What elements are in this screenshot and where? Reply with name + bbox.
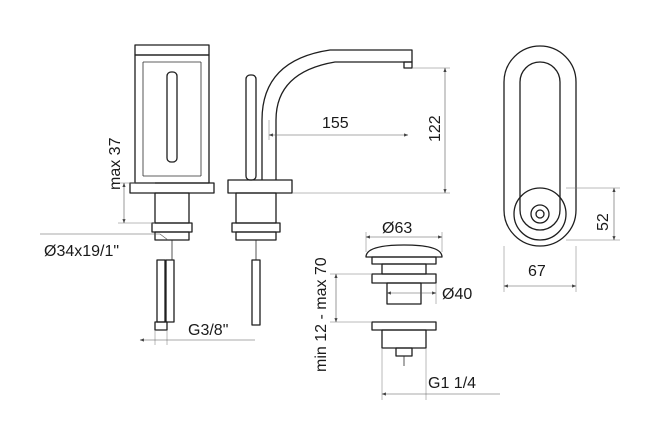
shank-label: Ø34x19/1" bbox=[44, 243, 119, 260]
front-base-flange bbox=[129, 182, 215, 194]
drain-thread-body bbox=[381, 329, 427, 349]
top-base-circle bbox=[513, 187, 567, 241]
base-diameter-label: 52 bbox=[595, 213, 612, 231]
drain-cap-label: Ø63 bbox=[382, 220, 412, 237]
body-width-label: 67 bbox=[528, 263, 546, 280]
drain-flange bbox=[371, 273, 437, 284]
front-hose-fitting bbox=[154, 321, 168, 331]
drain-view bbox=[365, 244, 443, 366]
top-outline bbox=[503, 45, 577, 247]
front-view bbox=[129, 44, 215, 331]
drain-cap bbox=[365, 244, 443, 258]
drain-cap-rim bbox=[371, 256, 437, 265]
front-nut bbox=[154, 231, 190, 241]
dimension-lines bbox=[40, 67, 620, 400]
side-lever bbox=[245, 74, 257, 181]
front-hose-right bbox=[165, 259, 175, 323]
drain-lower-flange bbox=[371, 321, 437, 331]
side-aerator bbox=[403, 61, 413, 69]
front-shank bbox=[154, 192, 190, 224]
front-lever bbox=[166, 71, 178, 163]
front-body bbox=[134, 54, 210, 184]
drain-thread-label: G1 1/4 bbox=[428, 375, 476, 392]
drain-outlet bbox=[395, 347, 413, 357]
drain-body bbox=[386, 282, 422, 305]
hose-thread-label: G3/8" bbox=[188, 322, 228, 339]
top-center-ring bbox=[530, 204, 550, 224]
drain-body-label: Ø40 bbox=[442, 286, 472, 303]
side-spout bbox=[261, 49, 413, 180]
front-cap bbox=[134, 44, 210, 56]
side-view bbox=[227, 49, 413, 326]
side-nut bbox=[235, 231, 277, 241]
front-hose-left bbox=[156, 259, 166, 323]
top-center-dot bbox=[535, 209, 545, 219]
drain-collar bbox=[381, 263, 427, 275]
dimension-labels: max 37 155 122 67 52 Ø34x19/1" G3/8" Ø63… bbox=[44, 115, 612, 392]
spout-reach-label: 155 bbox=[322, 115, 349, 132]
drain-range-label: min 12 - max 70 bbox=[313, 257, 330, 372]
side-base bbox=[227, 179, 293, 194]
front-washer bbox=[151, 222, 193, 233]
top-view bbox=[503, 45, 577, 247]
side-shank bbox=[235, 192, 277, 224]
top-inner-loop bbox=[519, 61, 561, 231]
side-hose bbox=[251, 259, 261, 326]
max-height-label: max 37 bbox=[107, 137, 124, 190]
side-washer bbox=[231, 222, 281, 233]
spout-height-label: 122 bbox=[427, 115, 444, 142]
